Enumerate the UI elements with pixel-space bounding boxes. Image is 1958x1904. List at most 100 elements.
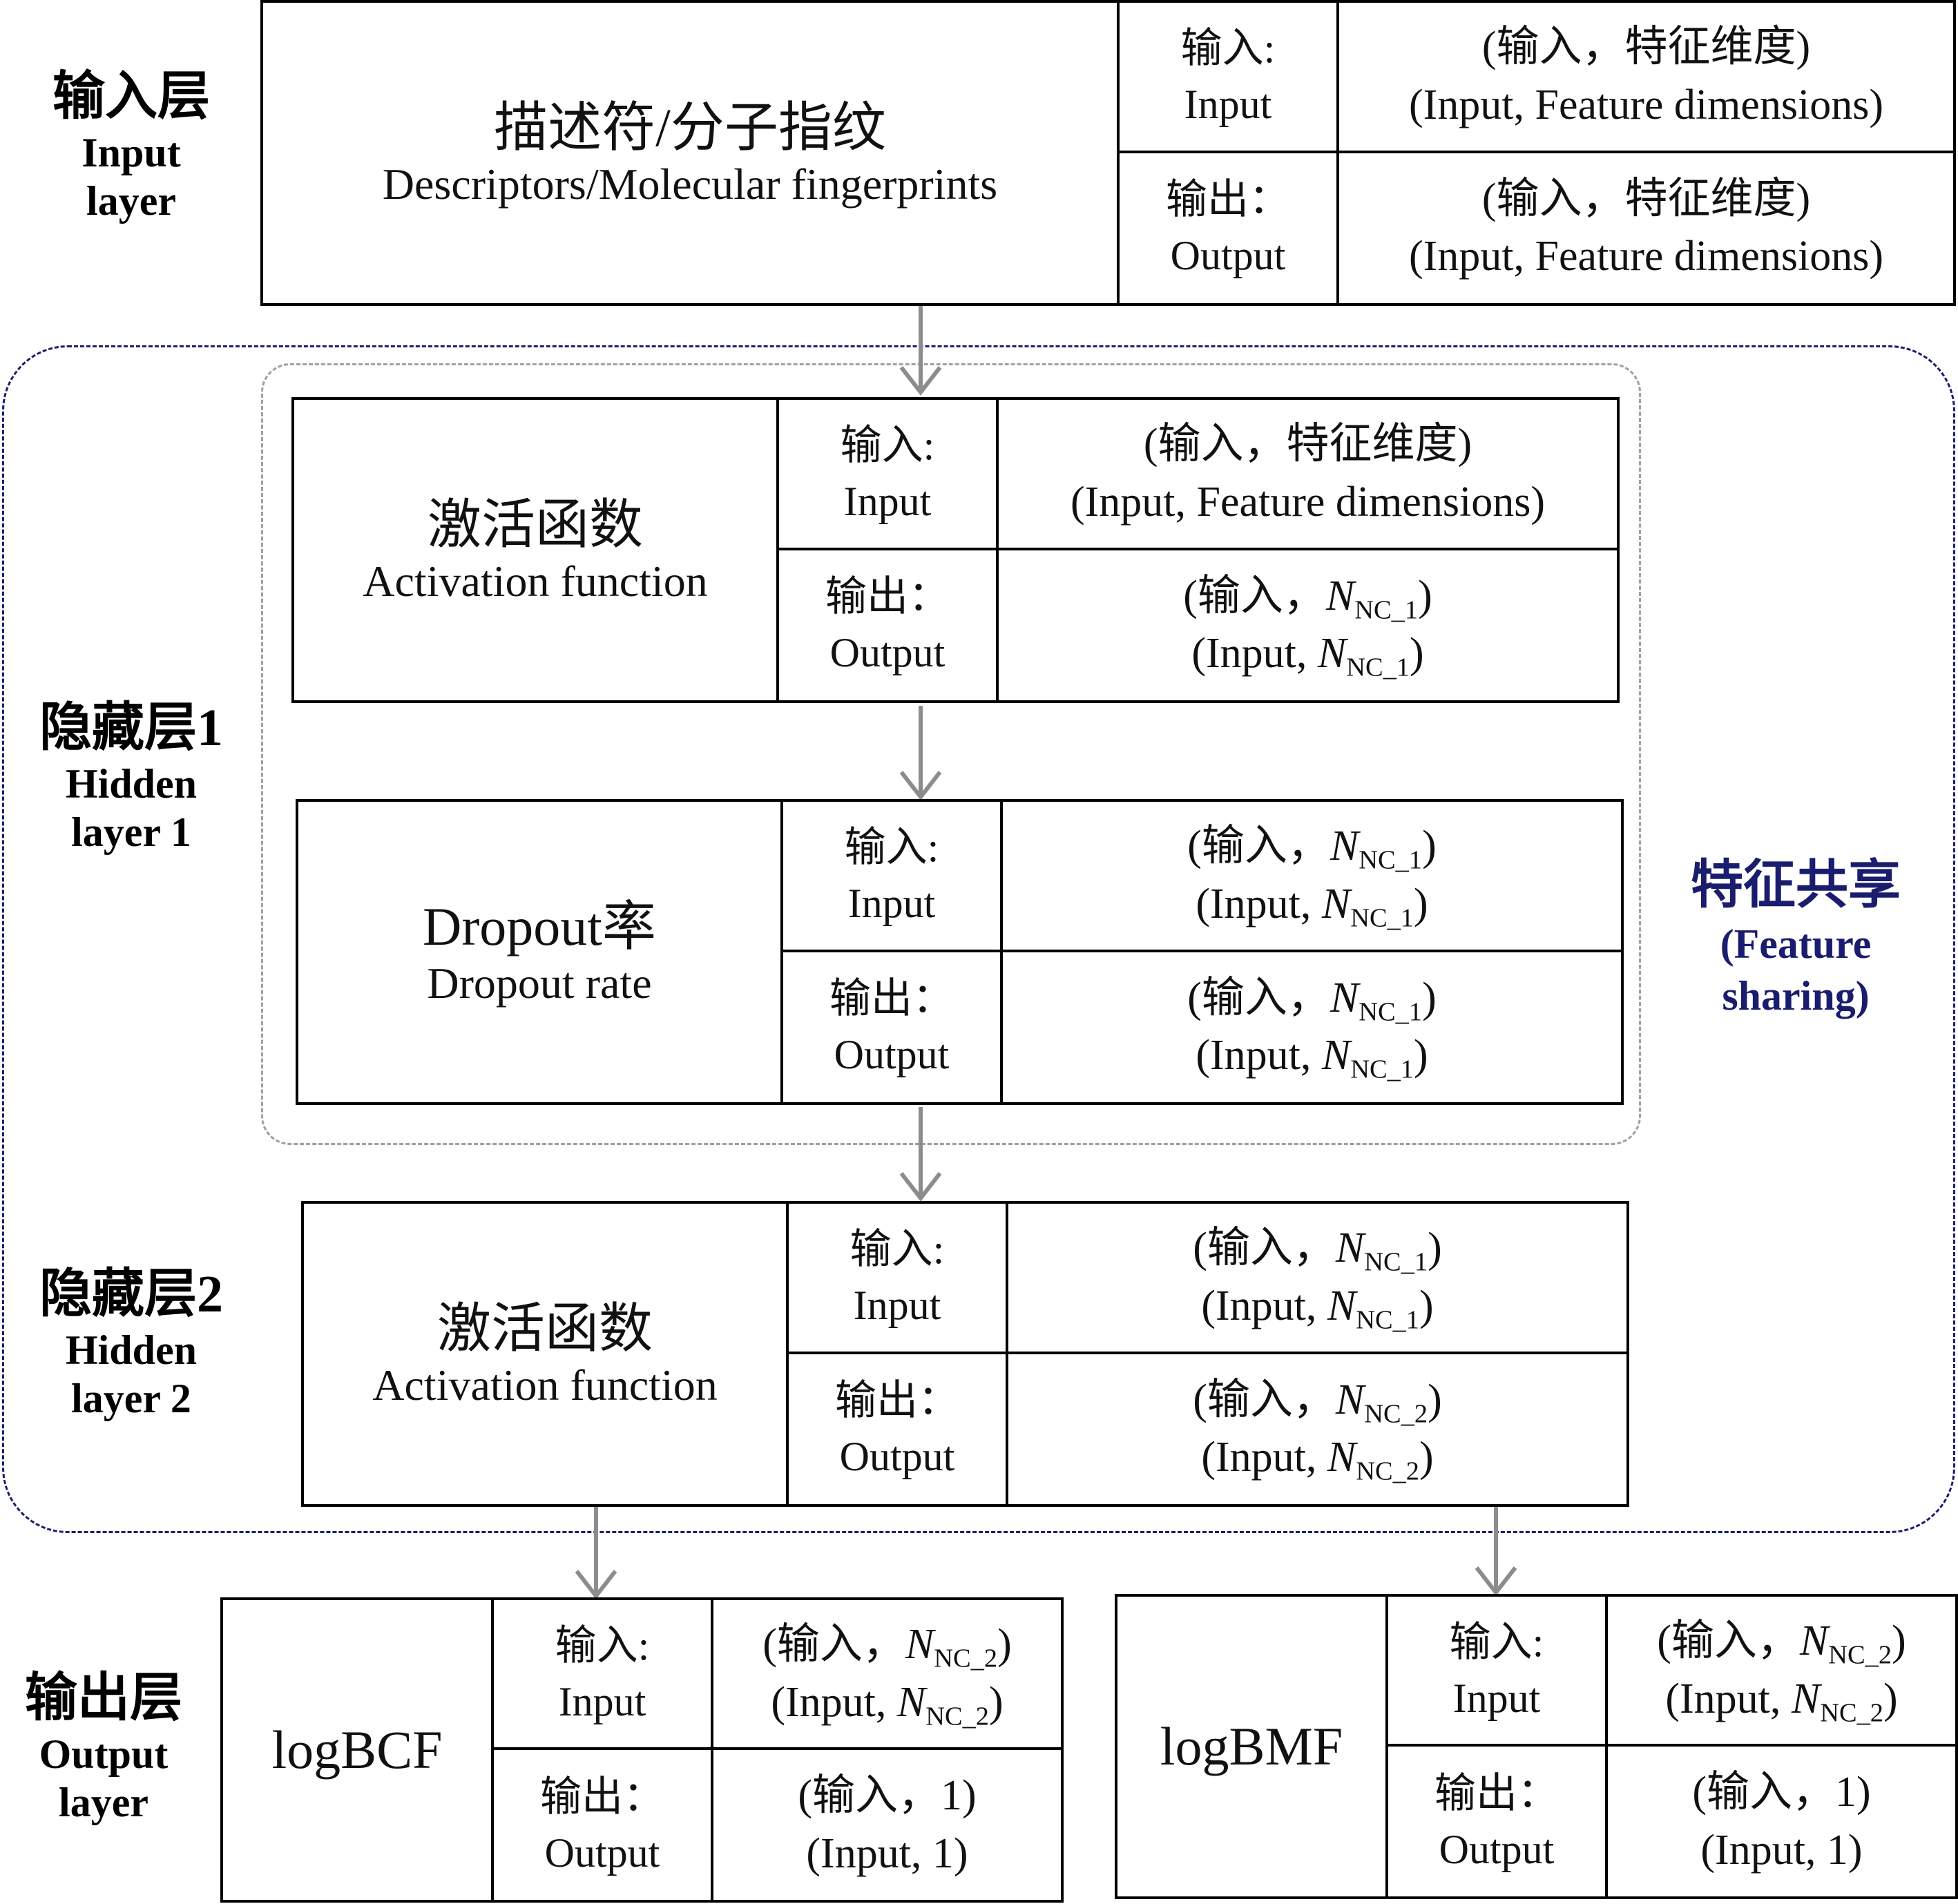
shape-var: N: [896, 1678, 926, 1726]
shape-var: N: [1335, 1376, 1365, 1423]
descriptors-output-shape: (输入，特征维度) (Input, Feature dimensions): [1339, 153, 1953, 304]
input-layer-label-en-1: Input: [81, 129, 181, 175]
feature-sharing-label-en-1: (Feature: [1720, 921, 1872, 967]
dropout-name-en: Dropout rate: [427, 958, 652, 1008]
shape-sub: NC_1: [1346, 653, 1410, 682]
shape-var: N: [905, 1620, 934, 1668]
activation1-name-en: Activation function: [363, 556, 708, 606]
shape-zh: (输入，NNC_2): [762, 1616, 1011, 1674]
output-label-en: Output: [1439, 1826, 1555, 1872]
shape-en: (Input, NNC_1): [1191, 625, 1423, 683]
input-label-zh: 输入:: [1449, 1619, 1544, 1665]
output-layer-label-zh: 输出层: [25, 1669, 182, 1727]
activation2-io-column: 输入: Input 输出： Output: [789, 1204, 1008, 1504]
activation2-value-column: (输入， N NC_1) (Input, NNC_1) (输入，NNC_2) (In…: [1008, 1204, 1626, 1504]
logbcf-name-cell: logBCF: [223, 1600, 494, 1900]
logbmf-io-column: 输入: Input 输出： Output: [1388, 1597, 1608, 1896]
input-label-en: Input: [558, 1678, 646, 1724]
logbcf-input-shape: (输入，NNC_2) (Input, NNC_2): [713, 1600, 1061, 1750]
output-label-zh: 输出：: [540, 1773, 664, 1820]
activation2-output-shape: (输入，NNC_2) (Input, NNC_2): [1008, 1354, 1626, 1505]
input-label-zh: 输入:: [555, 1622, 650, 1669]
shape-var: N: [1330, 974, 1359, 1021]
shape-var: N: [1327, 1434, 1356, 1481]
descriptors-value-column: (输入，特征维度) (Input, Feature dimensions) (输…: [1339, 3, 1953, 303]
shape-sub: NC_2: [1356, 1456, 1420, 1486]
shared-hidden-layer-1-region: [261, 363, 1641, 1145]
output-label-zh: 输出：: [1434, 1770, 1559, 1816]
shape-sub: NC_2: [925, 1701, 990, 1731]
shape-close: ): [1883, 1675, 1898, 1722]
logbcf-input-label: 输入: Input: [494, 1600, 711, 1750]
output-label-zh: 输出：: [825, 574, 950, 620]
shape-prefix: (Input,: [1665, 1675, 1792, 1722]
dropout-name-zh: Dropout率: [423, 896, 656, 956]
descriptors-name-en: Descriptors/Molecular fingerprints: [382, 159, 998, 209]
input-label-en: Input: [853, 1282, 941, 1328]
shape-sub: NC_1: [1354, 595, 1419, 624]
shape-prefix: (输入，: [1193, 1224, 1336, 1272]
activation1-block: 激活函数 Activation function 输入: Input 输出： O…: [291, 397, 1620, 703]
shape-en: (Input, 1): [1700, 1826, 1863, 1874]
arrowhead-input-to-activation1: [899, 366, 942, 396]
input-label-zh: 输入:: [840, 422, 935, 468]
hidden-layer-1-label-zh: 隐藏层1: [39, 699, 223, 757]
input-label-en: Input: [843, 478, 932, 524]
shape-prefix: (Input,: [1201, 1434, 1327, 1481]
shape-zh: (输入，特征维度): [1143, 421, 1472, 468]
shape-en: (Input, NNC_1): [1201, 1278, 1433, 1336]
input-label-en: Input: [1184, 81, 1272, 127]
activation1-input-label: 输入: Input: [779, 400, 996, 550]
shape-sub: NC_1: [1350, 903, 1414, 933]
input-label-zh: 输入:: [1180, 25, 1276, 71]
logbmf-input-label: 输入: Input: [1388, 1597, 1605, 1747]
arrowhead-activation1-to-dropout: [899, 771, 942, 800]
logbcf-output-shape: (输入，1) (Input, 1): [713, 1750, 1061, 1900]
feature-sharing-region: [2, 345, 1955, 1533]
arrowhead-dropout-to-activation2: [899, 1172, 942, 1202]
activation1-output-label: 输出： Output: [779, 550, 996, 701]
shape-sub: NC_1: [1356, 1305, 1420, 1335]
shape-zh: (输入，1): [1692, 1768, 1871, 1816]
logbmf-name-cell: logBMF: [1117, 1597, 1388, 1896]
shape-en: (Input, NNC_2): [771, 1674, 1003, 1732]
activation2-name-zh: 激活函数: [436, 1298, 653, 1358]
shape-sub: NC_2: [934, 1644, 998, 1673]
shape-var: N: [1330, 823, 1359, 870]
shape-prefix: (输入，: [1187, 974, 1330, 1021]
shape-en: (Input, NNC_2): [1201, 1429, 1433, 1487]
hidden-layer-2-label: 隐藏层2 Hidden layer 2: [21, 1264, 242, 1423]
shape-zh: (输入，NNC_1): [1187, 818, 1436, 876]
arrowhead-to-logbcf: [575, 1570, 617, 1599]
hidden-layer-2-label-en-2: layer 2: [71, 1376, 191, 1422]
shape-zh: (输入，NNC_1): [1183, 568, 1432, 626]
output-label-en: Output: [1170, 233, 1286, 279]
shape-var: N: [1321, 1032, 1351, 1079]
hidden-layer-1-label: 隐藏层1 Hidden layer 1: [21, 698, 242, 857]
logbmf-value-column: (输入，NNC_2) (Input, NNC_2) (输入，1) (Input,…: [1608, 1597, 1955, 1896]
shape-close: ): [1428, 1224, 1442, 1272]
input-layer-label-en-2: layer: [86, 178, 176, 224]
descriptors-io-column: 输入: Input 输出： Output: [1120, 3, 1339, 303]
arrowhead-to-logbmf: [1475, 1566, 1517, 1596]
shape-var: N: [1317, 630, 1347, 677]
logbcf-io-column: 输入: Input 输出： Output: [494, 1600, 713, 1900]
shape-prefix: (Input,: [1196, 880, 1322, 927]
input-label-zh: 输入:: [844, 824, 939, 870]
shape-close: ): [1410, 630, 1424, 677]
logbmf-input-shape: (输入，NNC_2) (Input, NNC_2): [1608, 1597, 1955, 1747]
shape-var: N: [1321, 880, 1351, 927]
dropout-io-column: 输入: Input 输出： Output: [783, 802, 1003, 1102]
shape-close: ): [1428, 1376, 1442, 1423]
shape-en: (Input, Feature dimensions): [1070, 478, 1546, 526]
shape-close: ): [1414, 1032, 1428, 1079]
activation2-input-label: 输入: Input: [789, 1204, 1006, 1354]
activation2-output-label: 输出： Output: [789, 1354, 1006, 1505]
output-label-zh: 输出：: [1166, 177, 1290, 223]
descriptors-input-shape: (输入，特征维度) (Input, Feature dimensions): [1339, 3, 1953, 153]
output-label-zh: 输出：: [829, 976, 954, 1022]
feature-sharing-label-zh: 特征共享: [1691, 856, 1901, 914]
dropout-value-column: (输入，NNC_1) (Input, NNC_1) (输入，NNC_1) (In…: [1003, 802, 1621, 1102]
shape-zh: (输入，特征维度): [1481, 175, 1811, 222]
